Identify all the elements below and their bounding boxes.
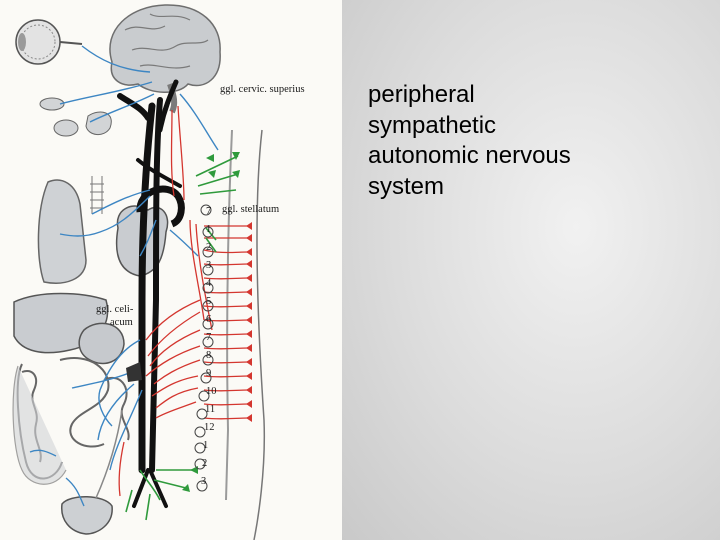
label-ggl-stellatum: ggl. stellatum bbox=[222, 204, 279, 215]
segment-number: 5 bbox=[206, 296, 211, 307]
segment-number: 12 bbox=[204, 422, 215, 433]
segment-number: 11 bbox=[205, 404, 215, 415]
ureter bbox=[95, 409, 123, 499]
label-ggl-celiacum-line2: acum bbox=[110, 317, 133, 328]
celiac-ganglion bbox=[126, 362, 142, 382]
slide-title: peripheral sympathetic autonomic nervous… bbox=[368, 80, 708, 202]
anatomy-figure: ggl. cervic. superius ggl. stellatum ggl… bbox=[0, 0, 342, 540]
stomach bbox=[78, 322, 125, 365]
segment-number: 3 bbox=[201, 476, 206, 487]
gray-rami-arrows bbox=[182, 152, 240, 492]
segment-number: 2 bbox=[202, 458, 207, 469]
chain-ganglia bbox=[194, 204, 214, 492]
bladder bbox=[61, 496, 113, 535]
segment-number: 7 bbox=[206, 332, 211, 343]
lung bbox=[37, 179, 87, 284]
title-line: system bbox=[368, 172, 445, 200]
title-line: sympathetic bbox=[368, 111, 497, 139]
salivary-glands bbox=[39, 97, 112, 137]
segment-number: 1 bbox=[203, 440, 208, 451]
text-panel: peripheral sympathetic autonomic nervous… bbox=[342, 0, 720, 540]
segment-number: 6 bbox=[206, 314, 211, 325]
segment-number: 8 bbox=[206, 350, 211, 361]
sympathetic-nervous-system-diagram: ggl. cervic. superius ggl. stellatum ggl… bbox=[12, 4, 305, 540]
spinal-column-outline bbox=[253, 129, 266, 540]
trachea bbox=[90, 176, 104, 214]
title-line: autonomic nervous bbox=[368, 142, 571, 169]
colon bbox=[12, 365, 67, 485]
sympathetic-trunk bbox=[117, 79, 182, 508]
segment-number: 1 bbox=[206, 224, 211, 235]
label-ggl-cervic-superius: ggl. cervic. superius bbox=[220, 84, 305, 95]
brain bbox=[109, 4, 221, 114]
nerve-arrows bbox=[246, 222, 252, 422]
preganglionic-fibers bbox=[118, 105, 249, 497]
segment-number: 3 bbox=[206, 260, 211, 271]
spinal-cord bbox=[225, 129, 233, 501]
segment-number: 2 bbox=[206, 242, 211, 253]
segment-number: 10 bbox=[206, 386, 217, 397]
gray-rami-fibers bbox=[125, 155, 239, 521]
label-ggl-celiacum-line1: ggl. celi- bbox=[96, 304, 134, 315]
postganglionic-fibers bbox=[29, 45, 219, 507]
segment-number: 4 bbox=[206, 278, 212, 289]
eye bbox=[15, 19, 83, 65]
segment-number: 7 bbox=[206, 206, 211, 217]
title-line: peripheral bbox=[368, 81, 475, 108]
segment-number: 9 bbox=[206, 368, 211, 379]
